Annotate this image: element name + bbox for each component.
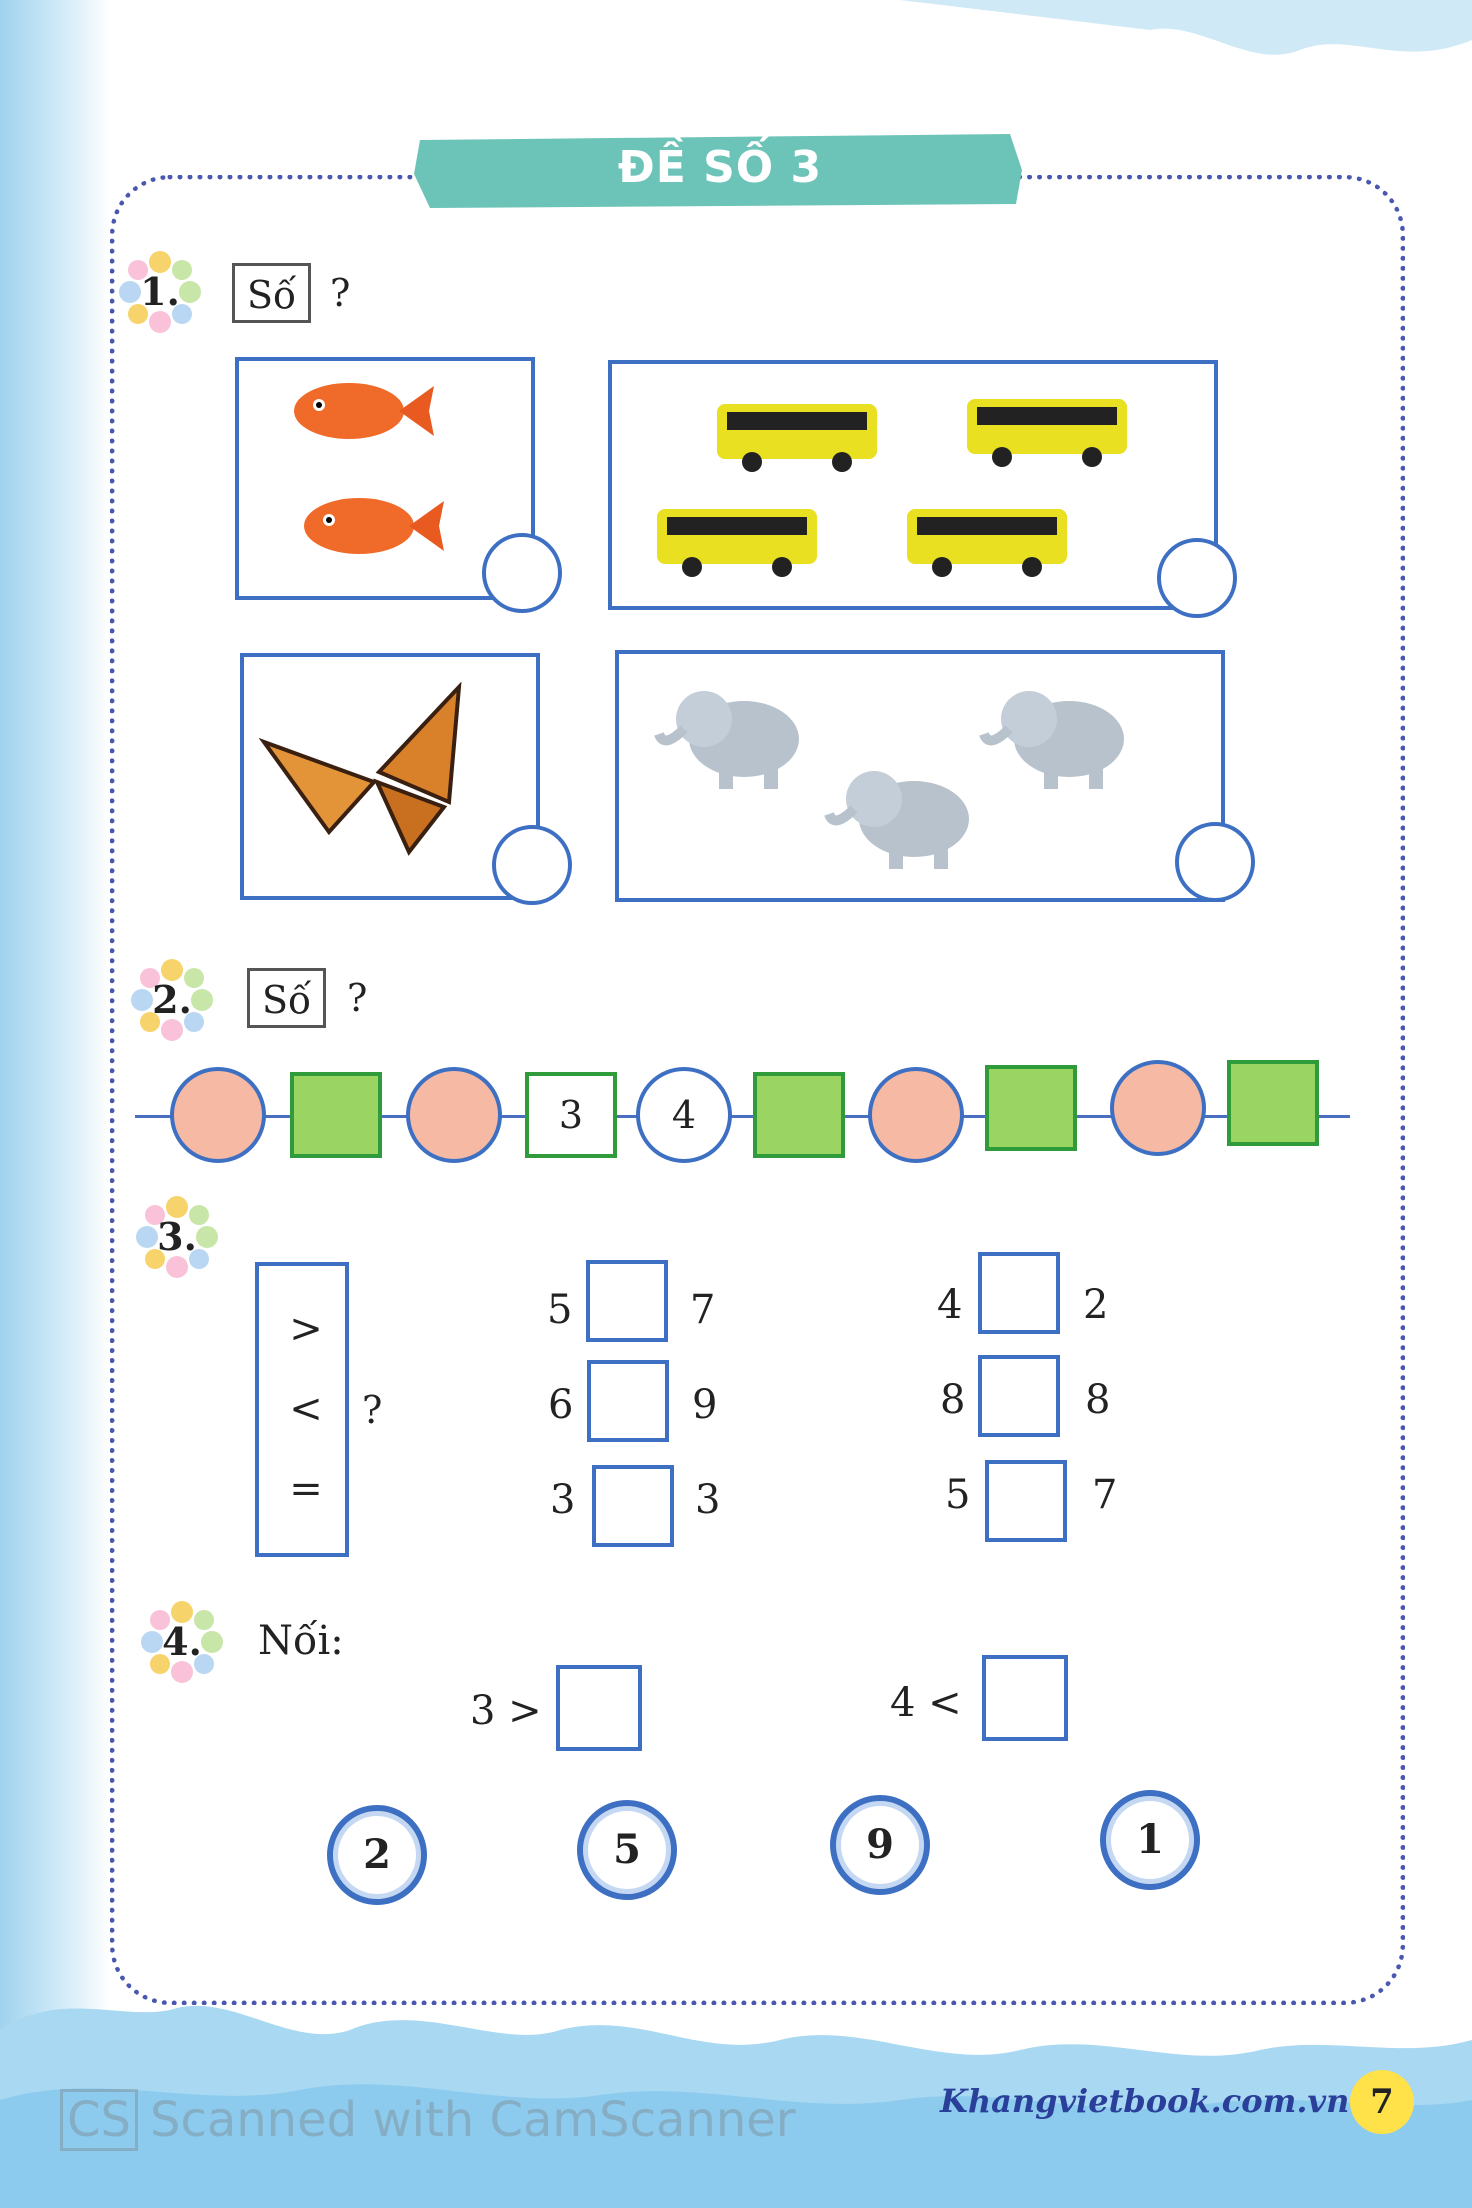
compare-answer-box[interactable]: [978, 1355, 1060, 1437]
answer-circle-fish[interactable]: [482, 533, 562, 613]
sequence-square[interactable]: [985, 1065, 1077, 1151]
question-number: 4.: [162, 1619, 202, 1664]
question-number: 2.: [152, 977, 192, 1022]
question-number: 1.: [140, 269, 180, 314]
bottom-clouds: [0, 2005, 1472, 2208]
fish-icon: [304, 498, 444, 554]
sequence-circle[interactable]: [1110, 1060, 1206, 1156]
fish-icon: [294, 383, 434, 439]
compare-left: 5: [945, 1472, 971, 1518]
bus-icon: [907, 509, 1067, 577]
option-circle[interactable]: 2: [327, 1805, 427, 1905]
sequence-circle[interactable]: [170, 1067, 266, 1163]
answer-circle-butterfly[interactable]: [492, 825, 572, 905]
compare-left: 8: [940, 1377, 966, 1423]
compare-answer-box[interactable]: [978, 1252, 1060, 1334]
sequence-circle: 4: [636, 1067, 732, 1163]
question-mark: ?: [347, 976, 368, 1020]
elephant-icon: [979, 691, 1124, 789]
compare-right: 3: [695, 1477, 721, 1523]
question-number: 3.: [157, 1214, 197, 1259]
expression-answer-box[interactable]: [982, 1655, 1068, 1741]
flower-icon: [131, 959, 213, 1041]
greater-than-symbol: >: [289, 1306, 323, 1352]
page-number: 7: [1350, 2070, 1414, 2134]
flower-icon: [141, 1601, 223, 1683]
bus-icon: [717, 404, 877, 472]
compare-answer-box[interactable]: [586, 1260, 668, 1342]
question-label-box: Số: [232, 263, 312, 323]
compare-right: 2: [1083, 1282, 1109, 1328]
sequence-line: [135, 1115, 1350, 1118]
sequence-square[interactable]: [1227, 1060, 1319, 1146]
elephant-icon: [654, 691, 799, 789]
title-banner: [414, 134, 1022, 208]
picture-box-bus: [608, 360, 1218, 610]
bus-icon: [967, 399, 1127, 467]
compare-left: 6: [548, 1382, 574, 1428]
compare-answer-box[interactable]: [592, 1465, 674, 1547]
compare-left: 5: [547, 1287, 573, 1333]
compare-right: 7: [1092, 1472, 1118, 1518]
sequence-square[interactable]: [753, 1072, 845, 1158]
flower-icon: [119, 251, 201, 333]
compare-answer-box[interactable]: [985, 1460, 1067, 1542]
sequence-circle[interactable]: [406, 1067, 502, 1163]
sequence-square[interactable]: [290, 1072, 382, 1158]
option-circle[interactable]: 9: [830, 1795, 930, 1895]
less-than-symbol: <: [289, 1386, 323, 1432]
compare-answer-box[interactable]: [587, 1360, 669, 1442]
question-label-box: Số: [247, 968, 327, 1028]
expression-right: 4 <: [890, 1680, 962, 1726]
compare-right: 9: [692, 1382, 718, 1428]
option-circle[interactable]: 1: [1100, 1790, 1200, 1890]
comparison-symbols-box: > < =: [255, 1262, 349, 1557]
picture-box-butterfly: [240, 653, 540, 900]
compare-left: 4: [937, 1282, 963, 1328]
picture-box-elephant: [615, 650, 1225, 902]
question-instruction: Nối:: [258, 1618, 344, 1664]
question-mark: ?: [330, 271, 351, 315]
expression-answer-box[interactable]: [556, 1665, 642, 1751]
answer-circle-bus[interactable]: [1157, 538, 1237, 618]
top-clouds: [0, 0, 1472, 55]
page-title: ĐỀ SỐ 3: [617, 142, 823, 193]
butterfly-icon: [259, 682, 462, 856]
flower-icon: [136, 1196, 218, 1278]
question-mark: ?: [362, 1388, 383, 1432]
compare-right: 7: [690, 1287, 716, 1333]
publisher-website: Khangvietbook.com.vn: [940, 2082, 1350, 2120]
sequence-square: 3: [525, 1072, 617, 1158]
compare-left: 3: [550, 1477, 576, 1523]
page-edge-shade: [0, 0, 110, 2208]
option-circle[interactable]: 5: [577, 1800, 677, 1900]
sequence-circle[interactable]: [868, 1067, 964, 1163]
bus-icon: [657, 509, 817, 577]
elephant-icon: [824, 771, 969, 869]
answer-circle-elephant[interactable]: [1175, 822, 1255, 902]
cs-logo: CS: [60, 2089, 138, 2151]
compare-right: 8: [1085, 1377, 1111, 1423]
expression-left: 3 >: [470, 1688, 542, 1734]
equals-symbol: =: [289, 1466, 323, 1512]
watermark-text: Scanned with CamScanner: [149, 2092, 796, 2148]
